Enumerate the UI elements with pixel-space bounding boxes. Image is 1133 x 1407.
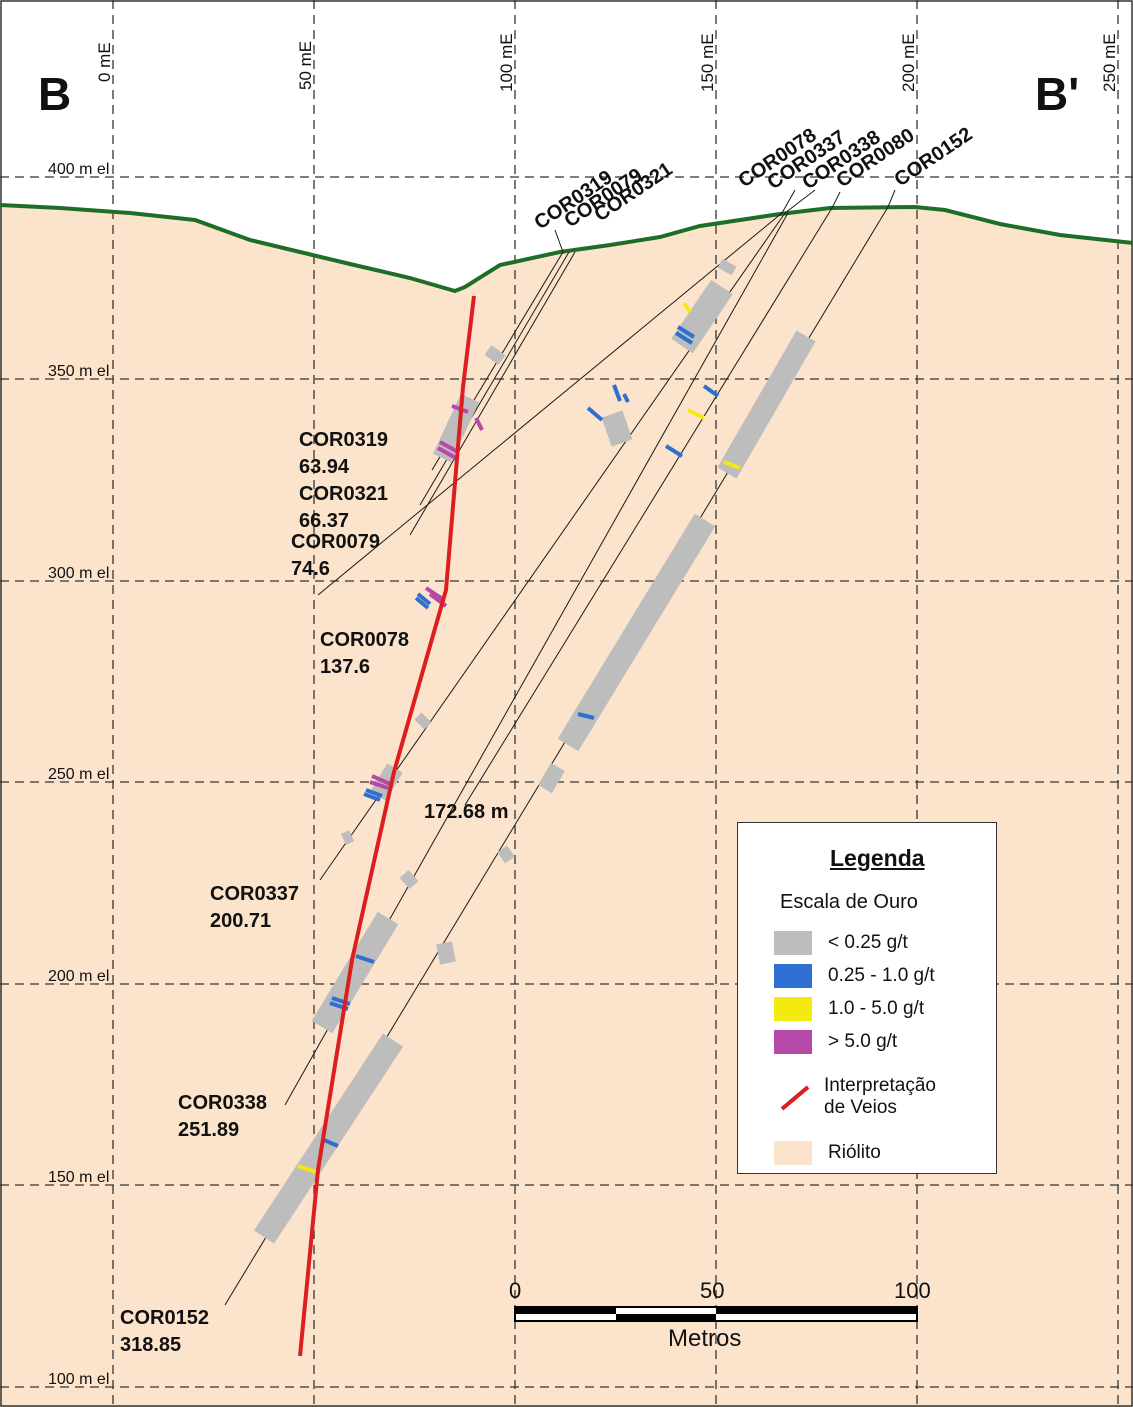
- legend-label: 1.0 - 5.0 g/t: [828, 998, 925, 1019]
- svg-text:150 mE: 150 mE: [698, 33, 717, 92]
- svg-text:250 m el: 250 m el: [48, 766, 109, 783]
- trace-cor0079: [409, 251, 576, 536]
- svg-text:COR0321: COR0321: [299, 483, 388, 505]
- svg-text:137.6: 137.6: [320, 656, 370, 678]
- legend-label: < 0.25 g/t: [828, 932, 908, 953]
- svg-text:318.85: 318.85: [120, 1334, 181, 1356]
- svg-text:250 mE: 250 mE: [1100, 33, 1119, 92]
- legend-swatch-purple: [774, 1030, 812, 1054]
- svg-text:172.68 m: 172.68 m: [424, 801, 509, 823]
- trace-cor0321: [419, 251, 570, 506]
- svg-text:300 m el: 300 m el: [48, 565, 109, 582]
- legend-item-vein: Interpretação de Veios: [774, 1073, 936, 1121]
- topography-line: [0, 203, 1133, 294]
- hole-annotations: COR0319 63.94 COR0321 66.37 COR0079 74.6…: [120, 429, 509, 1356]
- svg-text:74.6: 74.6: [291, 558, 330, 580]
- svg-text:66.37: 66.37: [299, 510, 349, 532]
- svg-text:200 m el: 200 m el: [48, 968, 109, 985]
- svg-text:COR0337: COR0337: [210, 883, 299, 905]
- svg-text:Metros: Metros: [668, 1325, 741, 1352]
- svg-text:COR0079: COR0079: [291, 531, 380, 553]
- easting-labels: 0 mE 50 mE 100 mE 150 mE 200 mE 250 mE: [95, 33, 1119, 92]
- svg-text:COR0319: COR0319: [299, 429, 388, 451]
- svg-text:150 m el: 150 m el: [48, 1169, 109, 1186]
- legend-vein-label-1: Interpretação: [824, 1075, 936, 1096]
- elevation-labels: 400 m el 350 m el 300 m el 250 m el 200 …: [48, 161, 109, 1388]
- vein-interpretation-line: [298, 295, 476, 1357]
- legend-swatch-grey: [774, 931, 812, 955]
- svg-text:350 m el: 350 m el: [48, 363, 109, 380]
- section-label-right: B': [1035, 68, 1079, 120]
- legend-item-high: 1.0 - 5.0 g/t: [774, 995, 924, 1023]
- svg-text:0: 0: [509, 1278, 521, 1303]
- legend-label: > 5.0 g/t: [828, 1031, 898, 1052]
- trace-cor0080: [464, 207, 833, 806]
- svg-text:COR0152: COR0152: [120, 1307, 209, 1329]
- trace-cor0078: [317, 212, 783, 596]
- svg-text:0 mE: 0 mE: [95, 42, 114, 82]
- svg-text:251.89: 251.89: [178, 1119, 239, 1141]
- svg-text:100 m el: 100 m el: [48, 1371, 109, 1388]
- legend-swatch-blue: [774, 964, 812, 988]
- legend-title: Legenda: [830, 845, 925, 871]
- legend: Legenda Escala de Ouro < 0.25 g/t 0.25 -…: [737, 822, 997, 1174]
- legend-swatch-yellow: [774, 997, 812, 1021]
- grade-intervals-yellow: [297, 301, 741, 1174]
- svg-text:100: 100: [894, 1278, 931, 1303]
- vein-line-icon: [774, 1077, 812, 1117]
- svg-text:100 mE: 100 mE: [497, 33, 516, 92]
- scale-bar: 0 50 100 Metros: [509, 1278, 931, 1352]
- svg-text:200 mE: 200 mE: [899, 33, 918, 92]
- legend-vein-label-2: de Veios: [824, 1097, 897, 1118]
- svg-text:63.94: 63.94: [299, 456, 350, 478]
- legend-item-medium: 0.25 - 1.0 g/t: [774, 962, 935, 990]
- rhyolite-body: [0, 205, 1133, 1407]
- legend-label: 0.25 - 1.0 g/t: [828, 965, 935, 986]
- legend-subtitle: Escala de Ouro: [780, 891, 918, 913]
- legend-item-very-high: > 5.0 g/t: [774, 1028, 897, 1056]
- legend-swatch-rhyolite: [774, 1141, 812, 1165]
- svg-text:COR0078: COR0078: [320, 629, 409, 651]
- svg-text:50: 50: [700, 1278, 724, 1303]
- section-label-left: B: [38, 68, 71, 120]
- legend-item-rock: Riólito: [774, 1139, 881, 1167]
- svg-text:50 mE: 50 mE: [296, 41, 315, 90]
- legend-rock-label: Riólito: [828, 1142, 881, 1163]
- svg-text:400 m el: 400 m el: [48, 161, 109, 178]
- svg-text:200.71: 200.71: [210, 910, 271, 932]
- legend-item-low: < 0.25 g/t: [774, 929, 908, 957]
- svg-text:COR0338: COR0338: [178, 1092, 267, 1114]
